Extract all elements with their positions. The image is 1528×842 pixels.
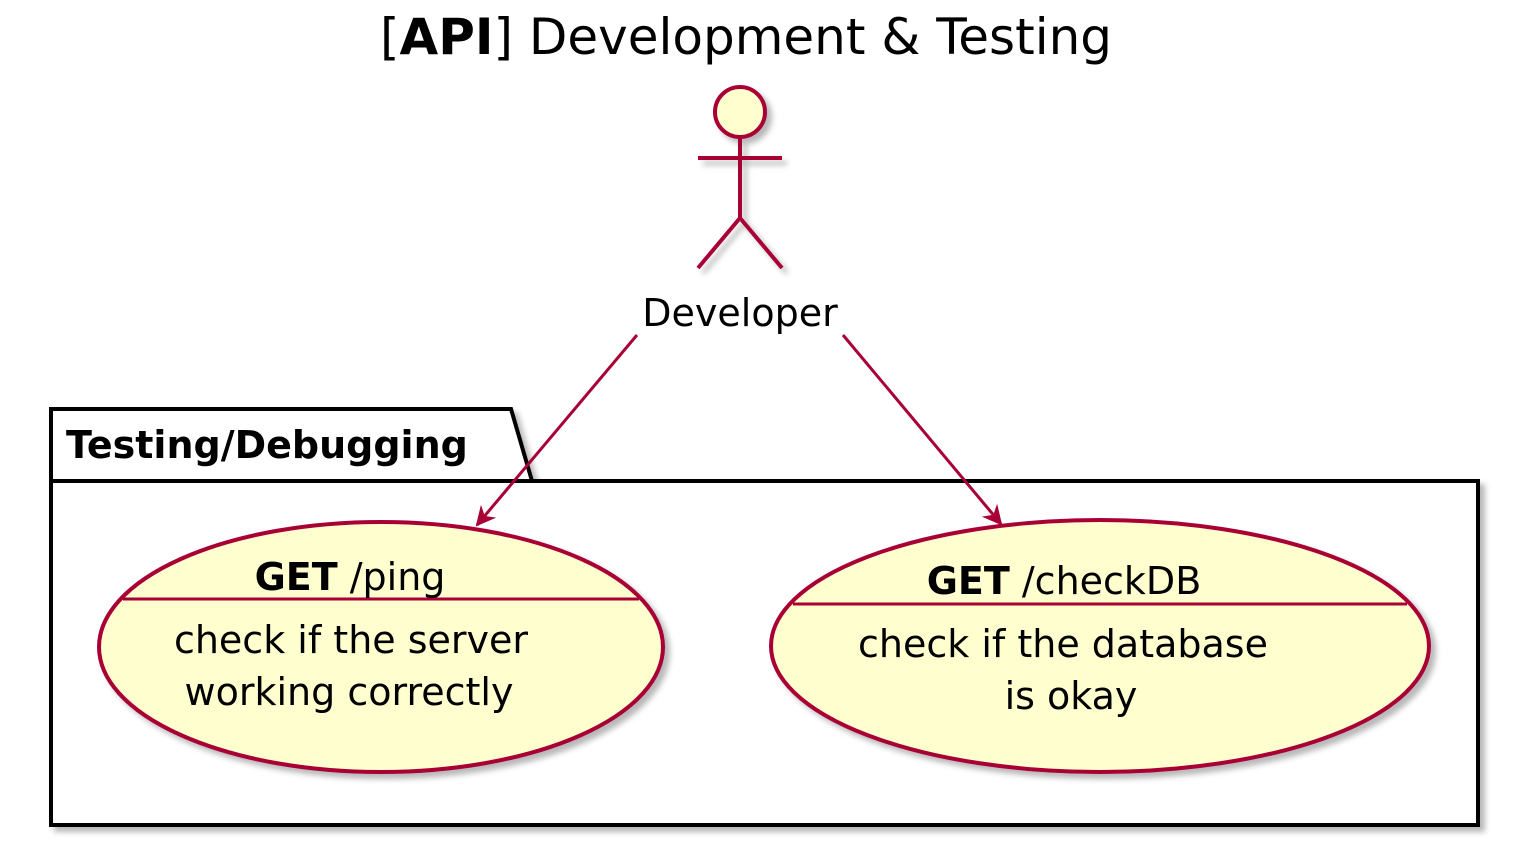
use-case-checkdb-desc-line1: check if the database: [858, 622, 1268, 666]
use-case-checkdb-desc-line2: is okay: [1005, 674, 1138, 718]
diagram-title: [API] Development & Testing: [380, 8, 1112, 66]
use-case-ping[interactable]: GET /ping check if the server working co…: [97, 520, 665, 774]
use-case-checkdb[interactable]: GET /checkDB check if the database is ok…: [769, 518, 1431, 774]
association-developer-checkdb[interactable]: [841, 334, 1003, 526]
actor-left-leg: [696, 216, 742, 270]
use-case-checkdb-title: GET /checkDB: [927, 559, 1202, 603]
actor-head: [713, 85, 767, 139]
use-case-ping-title: GET /ping: [255, 555, 446, 599]
use-case-ping-shape: [97, 520, 665, 774]
use-case-checkdb-shape: [769, 518, 1431, 774]
use-case-ping-desc-line2: working correctly: [185, 670, 514, 714]
actor-right-leg: [738, 216, 784, 270]
use-case-ping-desc-line1: check if the server: [174, 618, 528, 662]
actor-label: Developer: [642, 291, 838, 335]
actor-developer: [696, 85, 784, 270]
package-label: Testing/Debugging: [66, 423, 468, 467]
association-developer-ping[interactable]: [475, 334, 639, 527]
